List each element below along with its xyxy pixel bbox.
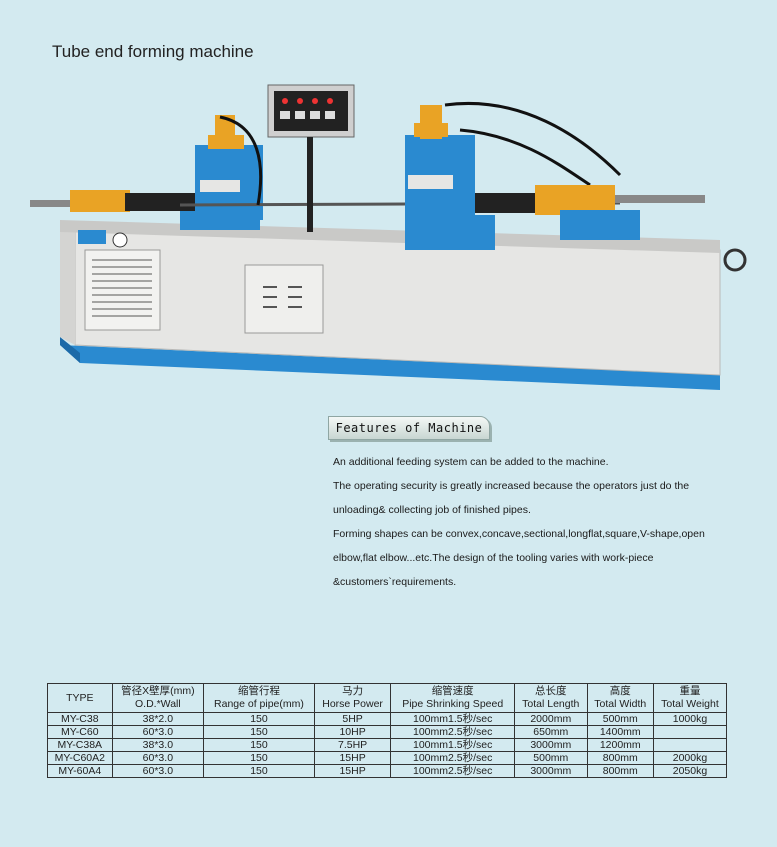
feature-line: unloading& collecting job of finished pi…: [333, 504, 531, 516]
cell: 5HP: [313, 712, 392, 726]
cell: 15HP: [313, 764, 392, 778]
cell: MY-C38A: [47, 738, 113, 752]
cell: 150: [203, 725, 315, 739]
cell: 2050kg: [652, 764, 728, 778]
cell: 100mm2.5秒/sec: [390, 764, 515, 778]
cell: 7.5HP: [313, 738, 392, 752]
cell: MY-C38: [47, 712, 113, 726]
features-list: An additional feeding system can be adde…: [333, 450, 753, 594]
cell: 150: [203, 712, 315, 726]
cell: 100mm1.5秒/sec: [390, 712, 515, 726]
feature-line: &customers`requirements.: [333, 576, 457, 588]
page-title: Tube end forming machine: [52, 42, 254, 61]
cell: 15HP: [313, 751, 392, 765]
cell: 1400mm: [586, 725, 654, 739]
cell: [652, 725, 728, 739]
cell: 100mm1.5秒/sec: [390, 738, 515, 752]
cell: 800mm: [586, 751, 654, 765]
feature-line: The operating security is greatly increa…: [333, 480, 690, 492]
cell: 38*2.0: [111, 712, 205, 726]
features-heading: Features of Machine: [328, 416, 490, 440]
cell: 60*3.0: [111, 725, 205, 739]
cell: 650mm: [514, 725, 588, 739]
cell: 1000kg: [652, 712, 728, 726]
cell: 800mm: [586, 764, 654, 778]
cell: 100mm2.5秒/sec: [390, 751, 515, 765]
cell: 2000mm: [514, 712, 588, 726]
feature-line: Forming shapes can be convex,concave,sec…: [333, 528, 705, 540]
cell: 150: [203, 764, 315, 778]
cell: 3000mm: [514, 764, 588, 778]
cell: 100mm2.5秒/sec: [390, 725, 515, 739]
cell: 2000kg: [652, 751, 728, 765]
cell: 1200mm: [586, 738, 654, 752]
cell: 3000mm: [514, 738, 588, 752]
cell: MY-C60A2: [47, 751, 113, 765]
cell: 150: [203, 738, 315, 752]
cell: [652, 738, 728, 752]
cell: 60*3.0: [111, 764, 205, 778]
cell: 500mm: [514, 751, 588, 765]
cell: 38*3.0: [111, 738, 205, 752]
col-header-od-wall: 管径X壁厚(mm)O.D.*Wall: [111, 683, 205, 713]
cell: 60*3.0: [111, 751, 205, 765]
cell: MY-60A4: [47, 764, 113, 778]
cell: MY-C60: [47, 725, 113, 739]
cell: 10HP: [313, 725, 392, 739]
feature-line: elbow,flat elbow...etc.The design of the…: [333, 552, 654, 564]
cell: 500mm: [586, 712, 654, 726]
col-header-type: TYPE: [47, 683, 113, 713]
feature-line: An additional feeding system can be adde…: [333, 456, 609, 468]
cell: 150: [203, 751, 315, 765]
machine-photo: [30, 84, 747, 390]
